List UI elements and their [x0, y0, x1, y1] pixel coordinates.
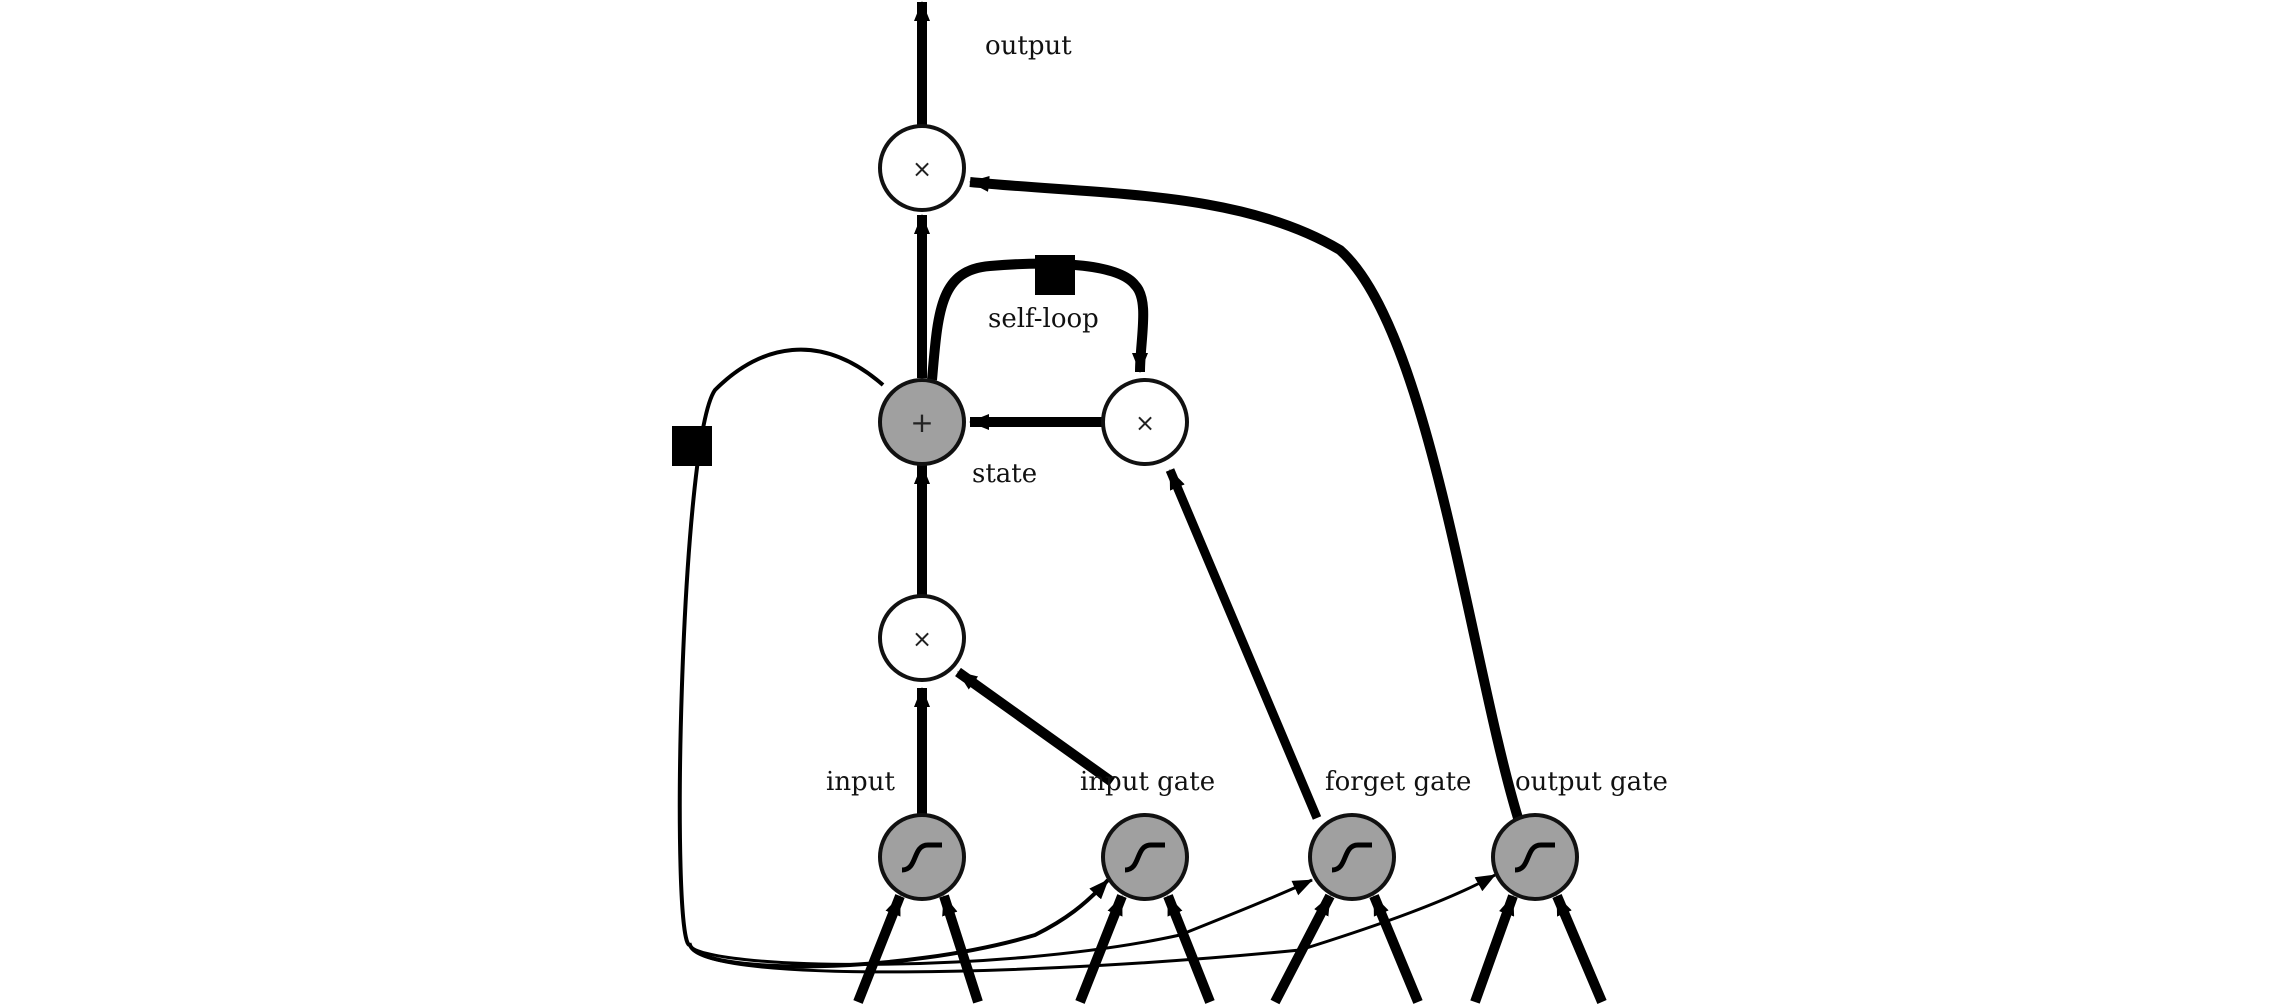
output-multiply-symbol: × — [912, 155, 932, 183]
output-gate-label: output gate — [1515, 767, 1668, 797]
forget-gate-to-multiply-edge — [1165, 468, 1322, 820]
output-gate-node — [1491, 813, 1579, 901]
input-multiply-symbol: × — [912, 625, 932, 653]
output-gate-to-output-multiply-edge — [969, 175, 1523, 820]
input-label: input — [826, 767, 895, 797]
state-add-symbol: + — [910, 406, 933, 439]
state-to-forget-gate-edge — [688, 878, 1313, 966]
forget-gate-label: forget gate — [1325, 767, 1471, 797]
state-to-input-gate-edge — [677, 347, 1110, 969]
input-gate-label: input gate — [1080, 767, 1215, 797]
sigmoid-icon — [1331, 842, 1372, 873]
sigmoid-icon — [901, 842, 942, 873]
output-label: output — [985, 31, 1072, 61]
forget-multiply-symbol: × — [1135, 409, 1155, 437]
sigmoid-icon — [1514, 842, 1555, 873]
self-loop-delay-square — [1035, 255, 1075, 295]
recurrent-delay-square — [672, 426, 712, 466]
input-gate-to-multiply-edge — [955, 667, 1115, 787]
input-gate-node — [1101, 813, 1189, 901]
forget-multiply-node: × — [1101, 378, 1189, 466]
input-node — [878, 813, 966, 901]
self-loop-label: self-loop — [988, 304, 1099, 334]
state-label: state — [972, 459, 1037, 489]
sigmoid-icon — [1124, 842, 1165, 873]
state-to-output-gate-edge — [688, 873, 1496, 974]
incoming-arrows — [853, 893, 1607, 1005]
state-node: + — [878, 378, 966, 466]
output-multiply-node: × — [878, 124, 966, 212]
forget-gate-node — [1308, 813, 1396, 901]
input-multiply-node: × — [878, 594, 966, 682]
